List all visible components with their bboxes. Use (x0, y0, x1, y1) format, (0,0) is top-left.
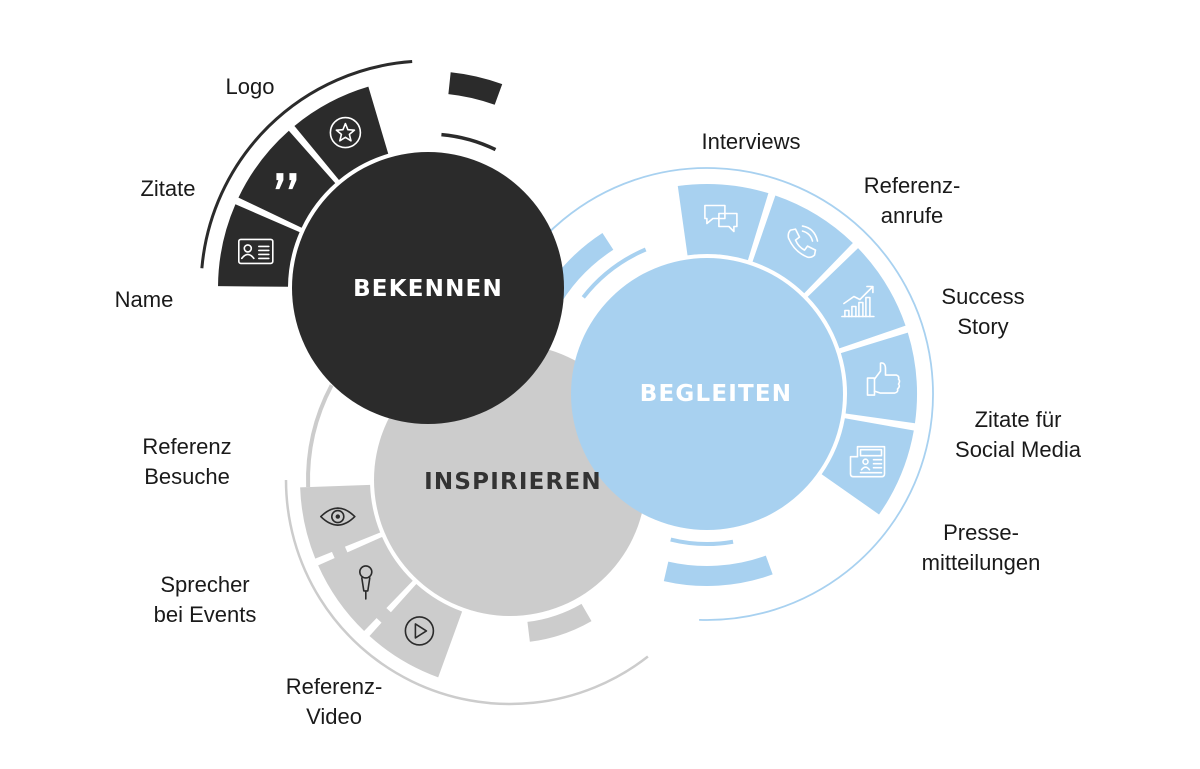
inspirieren-segment-2 (318, 536, 413, 632)
inspirieren-accent-bar (527, 603, 592, 642)
begleiten-circle (571, 258, 843, 530)
inspirieren-label-line: Referenz (142, 434, 231, 459)
begleiten-label-line: Referenz- (864, 173, 961, 198)
bekennen-label-3: Name (115, 287, 174, 312)
begleiten-label-line: Success (941, 284, 1024, 309)
inspirieren-label-3: Referenz- Video (286, 674, 383, 729)
begleiten-title: BEGLEITEN (640, 381, 793, 407)
bekennen-circle (292, 152, 564, 424)
play-icon (404, 616, 435, 646)
star-badge-icon (329, 116, 362, 149)
bekennen-label-line: Zitate (140, 176, 195, 201)
begleiten-label-line: Presse- (943, 520, 1019, 545)
growth-chart-icon (841, 285, 875, 318)
begleiten-segment-5 (821, 418, 914, 515)
begleiten-label-line: mitteilungen (922, 550, 1041, 575)
bekennen-outer-arc (200, 60, 413, 269)
begleiten-segment-1 (677, 183, 769, 261)
newspaper-icon (849, 445, 886, 478)
begleiten-segments (677, 183, 918, 515)
begleiten-inner-arc-top (581, 247, 647, 299)
bekennen-segments (218, 86, 389, 287)
begleiten-label-2: Referenz-anrufe (864, 173, 961, 228)
bekennen-label-2: Zitate (140, 176, 195, 201)
begleiten-inner-arc-bottom (670, 537, 734, 546)
bekennen-segment-3 (218, 204, 300, 287)
begleiten-label-line: Social Media (955, 437, 1082, 462)
inspirieren-top-arc (306, 384, 334, 488)
inspirieren-label-line: Besuche (144, 464, 230, 489)
phone-icon (787, 225, 819, 259)
inspirieren-label-line: Sprecher (160, 572, 249, 597)
bekennen-title: BEKENNEN (353, 276, 503, 302)
bekennen-accent-bar (448, 72, 503, 105)
inspirieren-title: INSPIRIEREN (424, 469, 602, 495)
begleiten-label-line: Interviews (701, 129, 800, 154)
begleiten-label-line: Zitate für (975, 407, 1062, 432)
begleiten-label-line: anrufe (881, 203, 943, 228)
id-card-icon (238, 238, 274, 265)
begleiten-accent-bar-bottom (663, 555, 773, 586)
microphone-icon (358, 565, 373, 600)
inspirieren-outer-arc (284, 479, 649, 706)
thumbs-up-icon (866, 362, 901, 396)
bekennen-label-line: Name (115, 287, 174, 312)
inspirieren-label-line: Referenz- (286, 674, 383, 699)
eye-icon (319, 507, 356, 526)
bekennen-inner-arc (441, 132, 497, 152)
begleiten-label-line: Story (957, 314, 1008, 339)
bekennen-label-line: Logo (226, 74, 275, 99)
begleiten-label-5: Presse-mitteilungen (922, 520, 1041, 575)
begleiten-label-1: Interviews (701, 129, 800, 154)
inspirieren-label-2: Sprecher bei Events (154, 572, 257, 627)
bekennen-label-1: Logo (226, 74, 275, 99)
quote-icon (275, 173, 297, 190)
inspirieren-label-line: Video (306, 704, 362, 729)
inspirieren-label-line: bei Events (154, 602, 257, 627)
begleiten-outer-arc (512, 167, 934, 621)
segment-icons (238, 116, 901, 646)
begleiten-segment-4 (840, 332, 918, 424)
bekennen-segment-2 (238, 130, 336, 228)
begleiten-segment-2 (752, 195, 853, 294)
chat-bubbles-icon (704, 204, 738, 233)
